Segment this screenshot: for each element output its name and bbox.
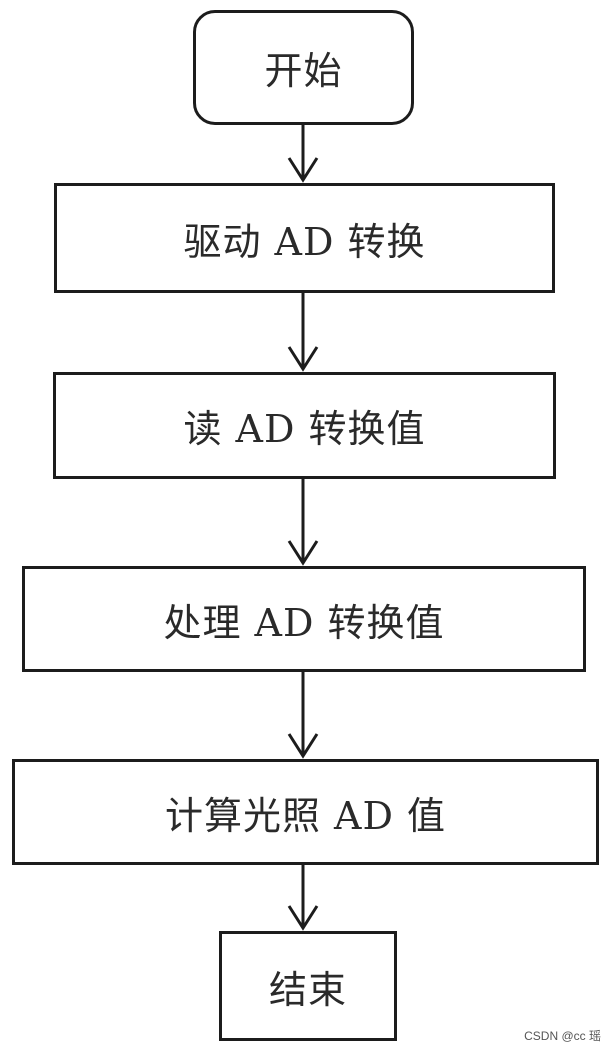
calculate-light-ad-node: 计算光照 AD 值: [12, 759, 599, 865]
start-node: 开始: [193, 10, 414, 125]
arrow-drive-to-read: [287, 293, 319, 372]
read-ad-value-node: 读 AD 转换值: [53, 372, 556, 479]
read-ad-value-label: 读 AD 转换值: [183, 407, 426, 451]
arrow-read-to-process: [287, 479, 319, 566]
drive-ad-conversion-label: 驱动 AD 转换: [183, 219, 426, 264]
end-node: 结束: [219, 931, 397, 1041]
arrow-process-to-calc: [287, 672, 319, 759]
process-ad-value-node: 处理 AD 转换值: [22, 566, 586, 672]
arrow-calc-to-end: [287, 865, 319, 931]
end-label: 结束: [268, 967, 347, 1012]
calculate-light-ad-label: 计算光照 AD 值: [164, 793, 447, 838]
arrow-start-to-drive: [287, 125, 319, 183]
process-ad-value-label: 处理 AD 转换值: [163, 600, 445, 645]
start-label: 开始: [264, 49, 343, 93]
csdn-watermark: CSDN @cc 瑶: [524, 1029, 601, 1043]
drive-ad-conversion-node: 驱动 AD 转换: [54, 183, 555, 293]
